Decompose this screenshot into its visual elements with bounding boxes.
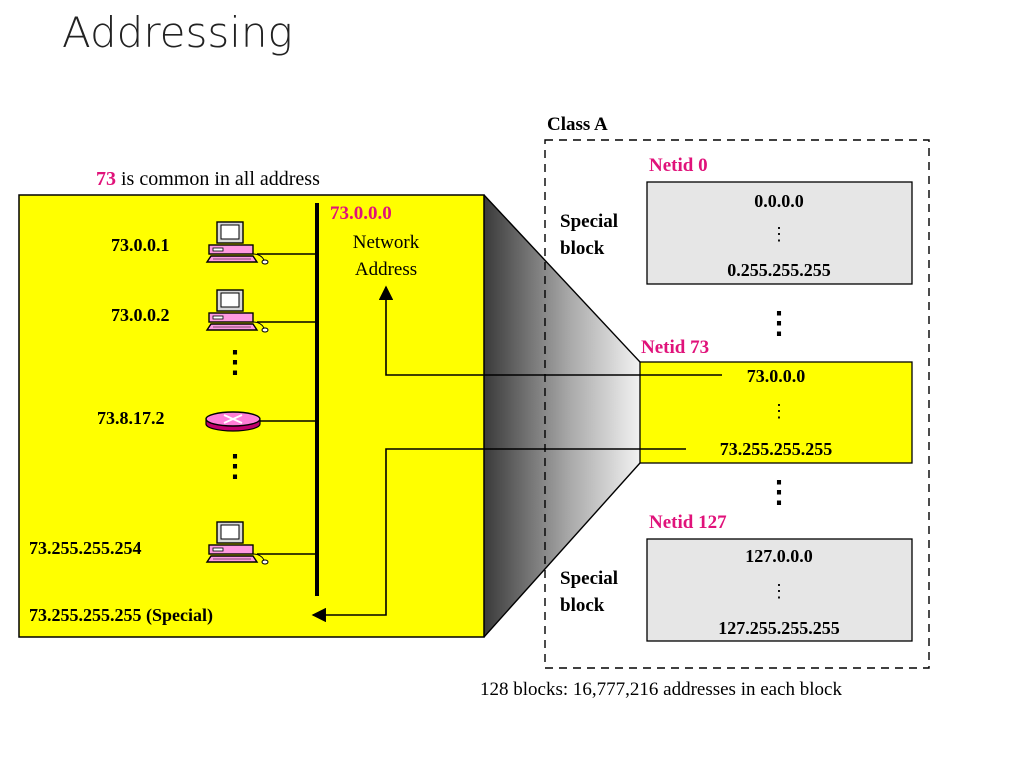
host-label-2: 73.0.0.2	[111, 305, 170, 325]
vertical-dots: ⋮	[764, 476, 794, 509]
common-caption: 73 is common in all address	[96, 168, 320, 190]
netid-127-first: 127.0.0.0	[745, 546, 813, 566]
class-a-box	[544, 139, 930, 669]
router-icon	[205, 411, 261, 432]
special-label-2: Special	[560, 568, 618, 589]
netid-0-first: 0.0.0.0	[754, 191, 804, 211]
netid-127-last: 127.255.255.255	[718, 618, 840, 638]
network-address-line1: Network	[353, 232, 420, 253]
footer-caption: 128 blocks: 16,777,216 addresses in each…	[480, 679, 842, 700]
block-ellipsis: ⋮	[770, 581, 788, 601]
block-ellipsis: ⋮	[770, 401, 788, 421]
block-ellipsis: ⋮	[770, 224, 788, 244]
vertical-dots: ⋮	[220, 346, 250, 379]
netid-73-label: Netid 73	[641, 337, 709, 358]
netid-0-block	[646, 181, 913, 285]
slide-title: Addressing	[62, 8, 293, 57]
vertical-dots: ⋮	[220, 450, 250, 483]
host-label-4: 73.255.255.254	[29, 538, 142, 558]
network-address-ip: 73.0.0.0	[330, 203, 392, 224]
netid-73-first: 73.0.0.0	[747, 366, 806, 386]
block-label-2: block	[560, 595, 605, 616]
class-label: Class A	[547, 114, 608, 135]
netid-127-label: Netid 127	[649, 512, 727, 533]
block-label-1: block	[560, 238, 605, 259]
network-address-arrow	[378, 285, 722, 376]
special-label-1: Special	[560, 211, 618, 232]
host-label-3: 73.8.17.2	[97, 408, 165, 428]
netid-0-label: Netid 0	[649, 155, 708, 176]
broadcast-label: 73.255.255.255 (Special)	[29, 605, 213, 626]
broadcast-arrow	[311, 448, 686, 623]
netid-0-last: 0.255.255.255	[727, 260, 831, 280]
netid-73-block	[639, 361, 913, 464]
zoom-fan	[484, 195, 640, 637]
network-address-line2: Address	[355, 259, 417, 280]
netid-73-last: 73.255.255.255	[720, 439, 833, 459]
netid-127-block	[646, 538, 913, 642]
vertical-dots: ⋮	[764, 307, 794, 340]
host-label-1: 73.0.0.1	[111, 235, 170, 255]
